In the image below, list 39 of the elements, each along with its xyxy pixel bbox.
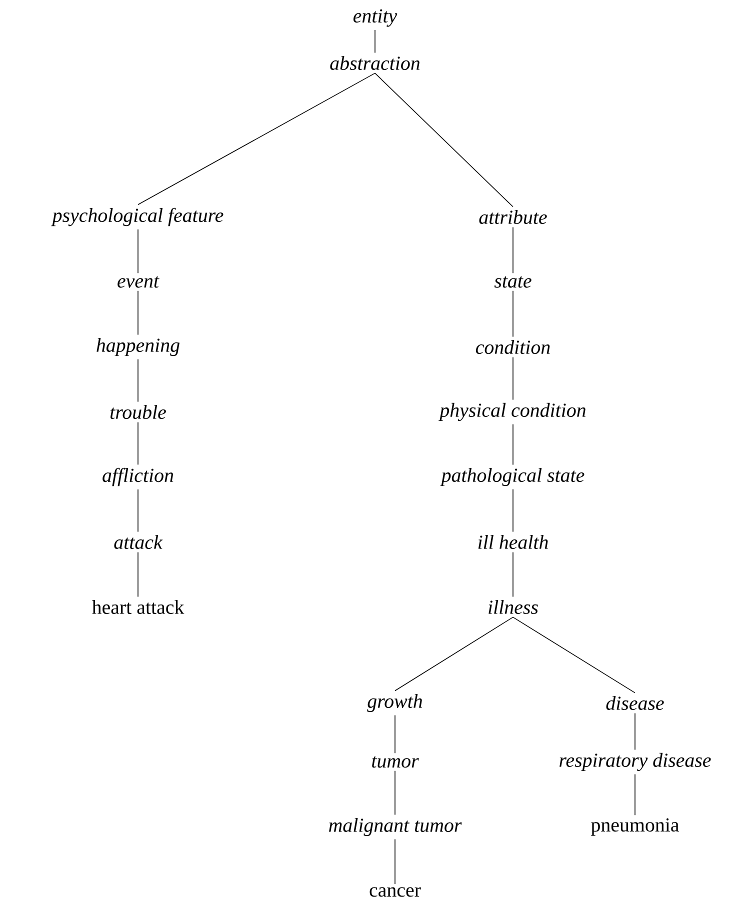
term-label: abstraction xyxy=(330,56,420,70)
tree-line xyxy=(512,356,514,400)
term-label: heart attack xyxy=(92,600,184,614)
term-label: condition xyxy=(476,340,550,354)
term-label: psychological feature xyxy=(51,208,224,226)
tree-line xyxy=(512,424,514,466)
term-label: happening xyxy=(96,338,180,356)
tree-line xyxy=(394,616,514,692)
tree-line xyxy=(394,714,396,754)
term-label: physical condition xyxy=(438,402,586,422)
term-label: ill health xyxy=(478,534,548,549)
term-label: attack xyxy=(114,534,163,549)
tree-line xyxy=(394,770,396,816)
tree-line xyxy=(634,712,636,750)
tree-line xyxy=(374,30,376,54)
term-label: respiratory disease xyxy=(560,752,711,772)
term-label: state xyxy=(494,276,532,288)
tree-line xyxy=(512,616,636,694)
term-label: affliction xyxy=(102,468,174,486)
term-label: tumor xyxy=(372,756,419,768)
term-label: cancer xyxy=(370,887,421,897)
term-label: disease xyxy=(606,696,664,710)
tree-line xyxy=(512,226,514,274)
tree-line xyxy=(394,838,396,884)
tree-line xyxy=(634,774,636,816)
tree-line xyxy=(512,488,514,532)
tree-line xyxy=(512,290,514,338)
tree-line xyxy=(138,72,376,206)
term-label: attribute xyxy=(479,210,547,224)
term-label: pneumonia xyxy=(591,818,679,836)
term-label: illness xyxy=(488,600,538,614)
term-label: entity xyxy=(353,9,398,27)
term-label: trouble xyxy=(110,404,166,420)
term-label: pathological state xyxy=(440,468,584,486)
term-label: malignant tumor xyxy=(329,818,462,836)
term-label: event xyxy=(118,276,160,288)
tree-line xyxy=(374,72,514,208)
term-label: growth xyxy=(367,694,422,712)
tree-line xyxy=(512,552,514,598)
